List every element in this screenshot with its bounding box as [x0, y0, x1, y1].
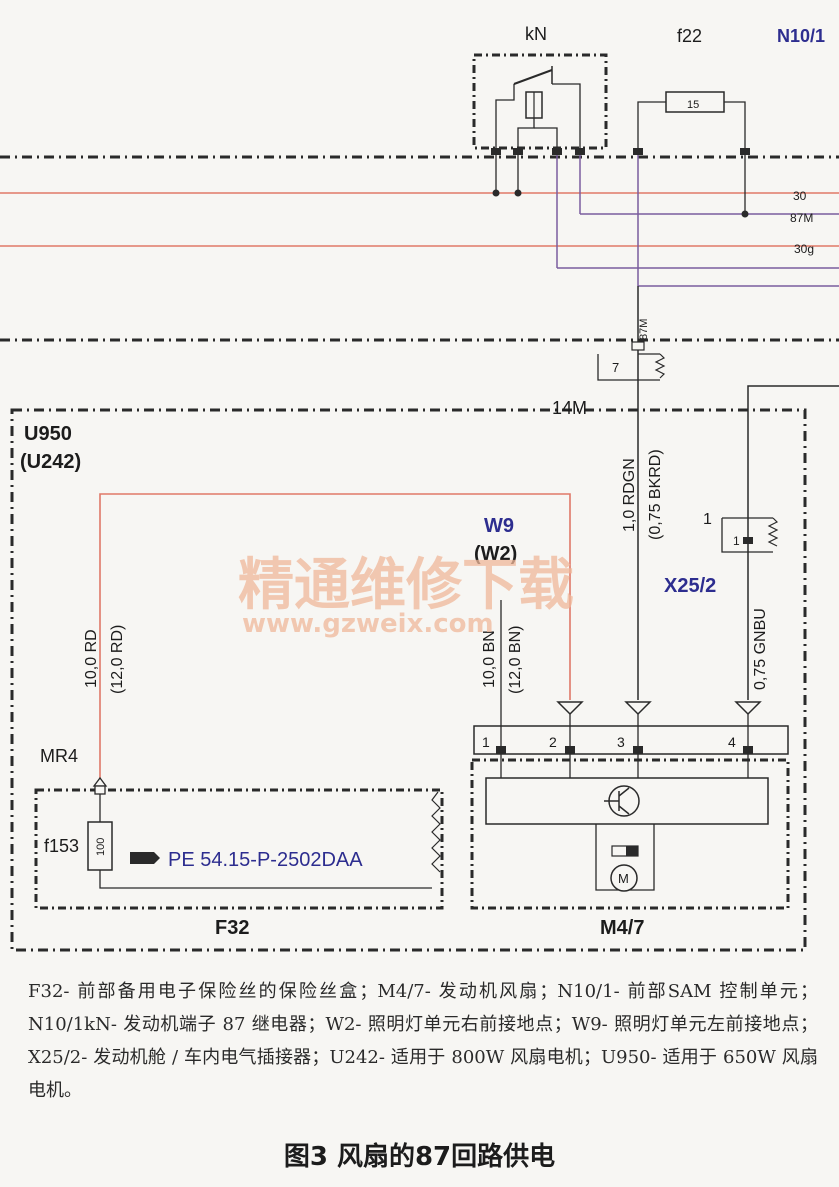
fuse-f22-label: f22 [677, 26, 702, 46]
mr4-label: MR4 [40, 746, 78, 766]
figure-title: 图3 风扇的87回路供电 [283, 1142, 556, 1172]
wire-gnbu [747, 385, 839, 700]
fan-connector-triangles [556, 701, 762, 716]
fan-pin-1: 1 [482, 734, 490, 750]
watermark-title: 精通维修下载 [238, 553, 574, 618]
relay-contact [513, 69, 553, 85]
fan-m4-7-label: M4/7 [600, 917, 644, 939]
fan-pin-4: 4 [728, 734, 736, 750]
wire-brown-size-alt: (12,0 BN) [507, 626, 524, 694]
wire-rdgn-size: 1,0 RDGN [621, 458, 638, 532]
reference-icon [130, 852, 154, 864]
fan-pin-2: 2 [549, 734, 557, 750]
wire-brown-size: 10,0 BN [481, 630, 498, 688]
bus-label-30g: 30g [794, 242, 814, 256]
relay-box [472, 53, 608, 150]
wire-red-size-alt: (12,0 RD) [109, 625, 126, 694]
transistor-icon [604, 785, 640, 817]
module-u950-boundary [10, 408, 807, 952]
fan-connector [473, 725, 789, 755]
fuse-box-f32-label: F32 [215, 917, 249, 939]
connector-x25-2 [721, 517, 773, 553]
reference-label: PE 54.15-P-2502DAA [168, 849, 363, 871]
wire-gnbu-size: 0,75 GNBU [752, 608, 769, 690]
fan-box-m4-7 [470, 758, 790, 910]
wiring-diagram: kN f22 N10/1 15 30 87M 30g 87M 14M 7 U95… [0, 24, 839, 952]
fan-pin-3: 3 [617, 734, 625, 750]
module-u950-label: U950 [24, 423, 72, 445]
watermark-url: www.gzweix.com [242, 609, 494, 639]
relay-pins [491, 148, 585, 155]
bus-label-30: 30 [793, 189, 807, 203]
ground-w9-label: W9 [484, 515, 514, 537]
motor-symbol-label: M [618, 871, 629, 886]
connector-14m-label: 14M [552, 398, 587, 418]
fan-control-module [485, 777, 769, 825]
wire-red-size: 10,0 RD [83, 629, 100, 688]
fuse-f153-rating: 100 [95, 838, 107, 856]
fuse-f153-label: f153 [44, 836, 79, 856]
connector-x25-pin-outer: 1 [703, 511, 712, 528]
wire-rdgn-alt: (0,75 BKRD) [647, 449, 664, 540]
wire-red-10rd [99, 493, 571, 785]
fuse-f22-rating: 15 [687, 99, 699, 111]
bus-label-87m: 87M [790, 211, 813, 225]
connector-14m [597, 353, 660, 381]
pin-87m-label: 87M [638, 319, 650, 340]
connector-x25-pin-inner: 1 [733, 534, 740, 548]
fuse-box-f32 [34, 788, 444, 910]
module-u242-label: (U242) [20, 451, 81, 473]
ground-w2-label: (W2) [474, 543, 517, 565]
mr4-terminal [92, 776, 108, 787]
connector-14m-pin: 7 [612, 360, 619, 375]
figure-caption: F32- 前部备用电子保险丝的保险丝盒；M4/7- 发动机风扇；N10/1- 前… [28, 981, 818, 1101]
motor-icon [610, 864, 638, 892]
fuse-f153 [87, 821, 113, 871]
sam-unit-label: N10/1 [777, 26, 825, 46]
connector-x25-label: X25/2 [664, 575, 716, 597]
relay-label: kN [525, 24, 547, 44]
